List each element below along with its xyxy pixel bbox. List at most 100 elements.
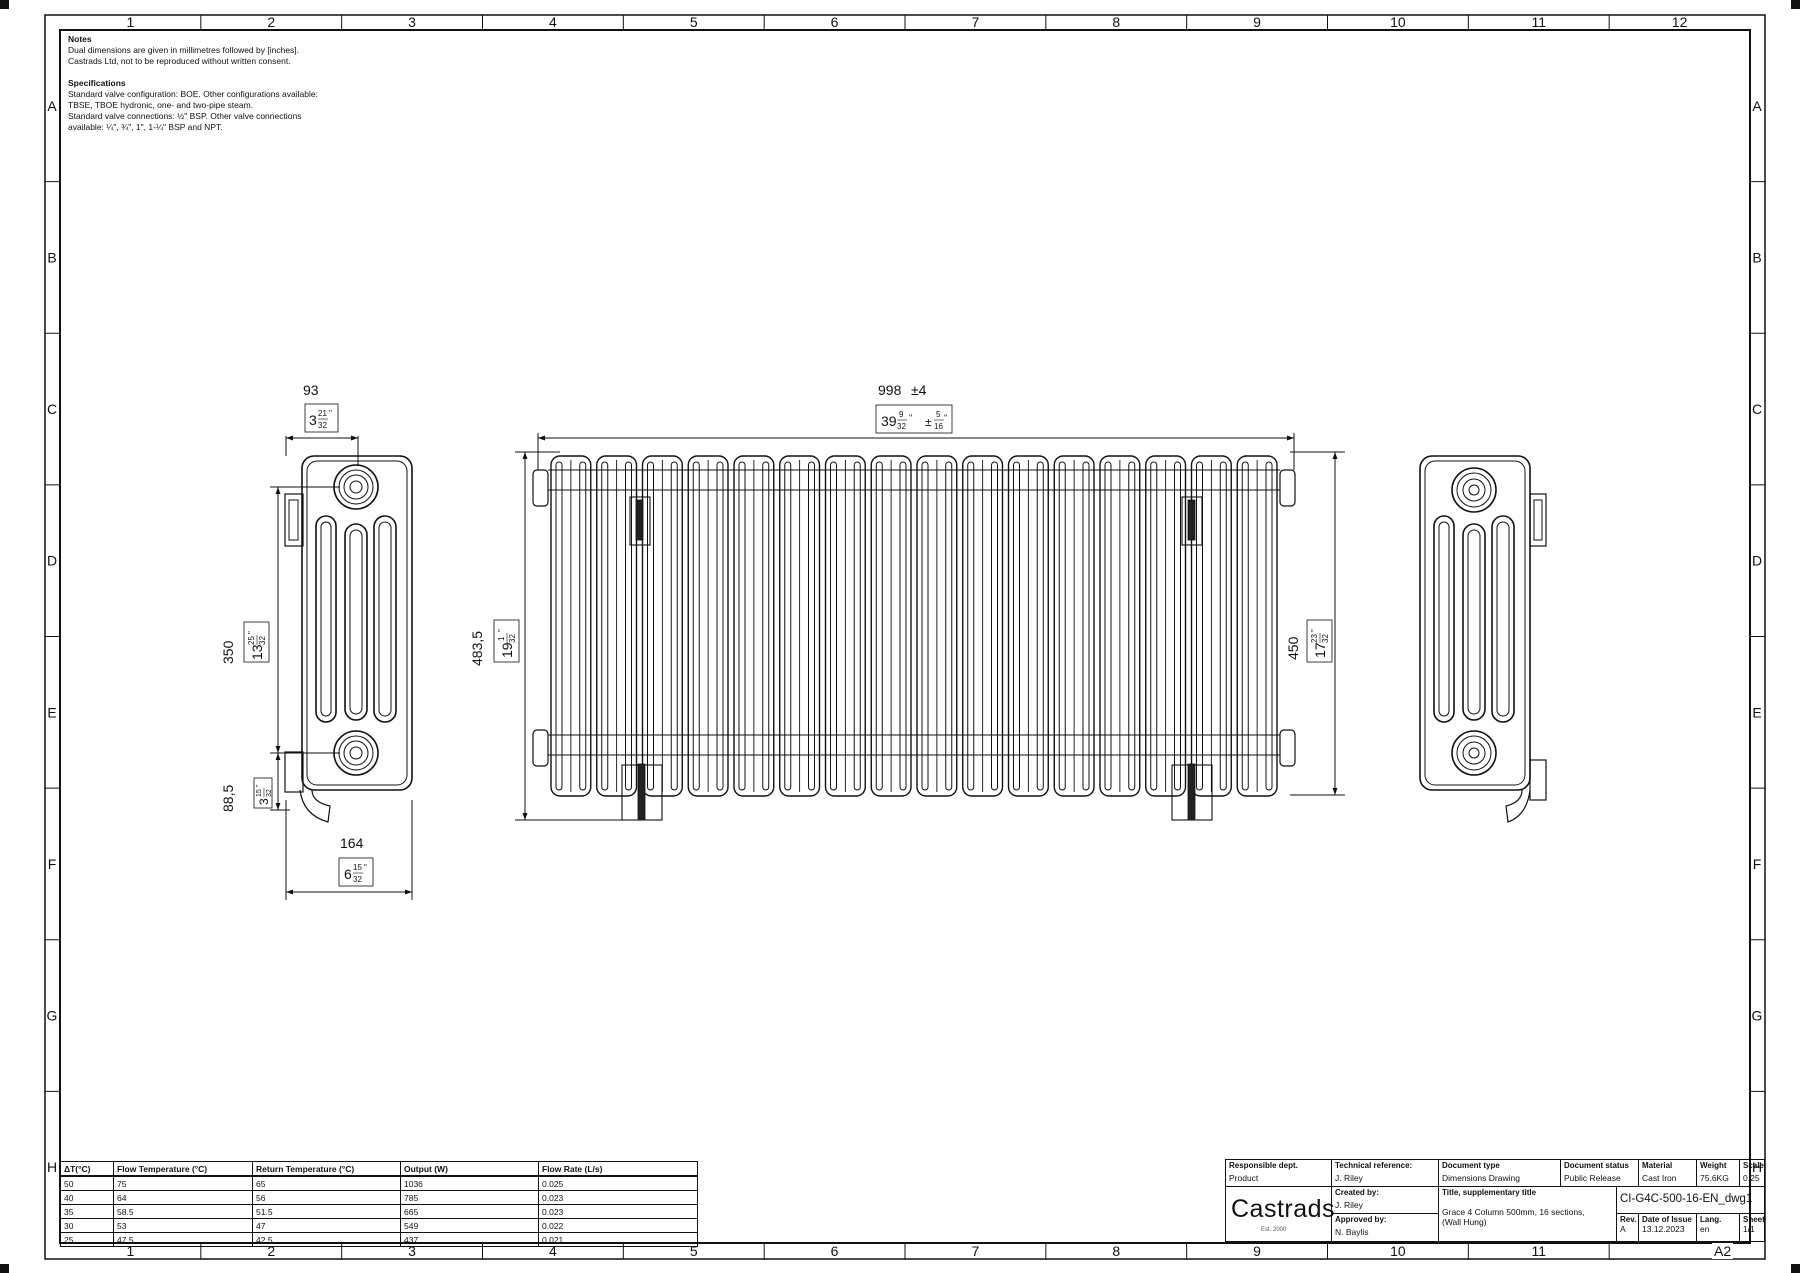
- drawing-number: CI-G4C-500-16-EN_dwg1: [1620, 1193, 1753, 1205]
- table-cell: 30: [60, 1218, 114, 1233]
- grid-column-label: 8: [1112, 1243, 1120, 1259]
- grid-column-label: 3: [408, 1243, 416, 1259]
- radiator-section: [733, 455, 775, 797]
- svg-text:": ": [329, 409, 332, 418]
- logo-est: Est. 2000: [1261, 1227, 1287, 1233]
- specifications-title: Specifications: [68, 78, 126, 88]
- dimension-labels: 93 3 21 32 " 350 13 25 32 " 88,5 3 15 32…: [220, 382, 1333, 887]
- lang-label: Lang.: [1700, 1215, 1722, 1224]
- grid-column-label: 11: [1531, 1243, 1546, 1259]
- grid-column-label: 6: [831, 14, 839, 30]
- grid-column-label: 6: [831, 1243, 839, 1259]
- grid-column-label: 1: [127, 1243, 135, 1259]
- table-cell: 40: [60, 1190, 114, 1205]
- svg-text:16: 16: [934, 422, 943, 431]
- svg-text:": ": [497, 629, 506, 632]
- grid-row-label: D: [47, 553, 57, 569]
- column-header: Flow Temperature (°C): [113, 1161, 253, 1177]
- performance-table: ΔT(°C) Flow Temperature (°C) Return Temp…: [60, 1161, 698, 1247]
- grid-row-label: H: [47, 1159, 57, 1175]
- dim-front-height-mm: 483,5: [469, 631, 485, 666]
- sheet-size: A2: [1712, 1243, 1734, 1259]
- rev: A: [1620, 1224, 1626, 1234]
- technical-ref-label: Technical reference:: [1335, 1161, 1413, 1170]
- notes-line: Castrads Ltd, not to be reproduced witho…: [68, 56, 291, 66]
- dim-front-length-tol: ±4: [911, 382, 927, 398]
- dim-side-floor-in: 3: [257, 798, 271, 805]
- material-label: Material: [1642, 1161, 1673, 1170]
- grid-row-label: B: [1752, 249, 1761, 265]
- radiator-section: [962, 455, 1004, 797]
- scale-label: Scale: [1743, 1161, 1764, 1170]
- table-cell: 0.022: [538, 1218, 698, 1233]
- date-label: Date of Issue: [1642, 1215, 1692, 1224]
- grid-row-label: E: [47, 704, 56, 720]
- radiator-section: [1190, 455, 1232, 797]
- created-by: J. Riley: [1335, 1200, 1363, 1210]
- document-status-label: Document status: [1564, 1161, 1629, 1170]
- responsible-dept: Product: [1229, 1173, 1259, 1183]
- table-cell: 549: [400, 1218, 539, 1233]
- dim-front-height-in: 19: [499, 642, 515, 658]
- table-cell: 785: [400, 1190, 539, 1205]
- grid-column-label: 9: [1253, 1243, 1261, 1259]
- responsible-dept-label: Responsible dept.: [1229, 1161, 1298, 1170]
- svg-text:1: 1: [497, 636, 506, 641]
- grid-row-label: F: [48, 856, 57, 872]
- grid-row-label: C: [1752, 401, 1762, 417]
- grid-row-label: A: [47, 98, 57, 114]
- table-cell: 0.023: [538, 1190, 698, 1205]
- svg-text:21: 21: [318, 409, 327, 418]
- side-view-left: [270, 435, 413, 900]
- dim-side-floor-mm: 88,5: [220, 785, 236, 812]
- title-block: Responsible dept. Product Technical refe…: [1225, 1159, 1765, 1242]
- table-cell: 42.5: [252, 1232, 401, 1247]
- radiator-section: [1236, 455, 1278, 797]
- svg-text:": ": [909, 413, 912, 423]
- technical-ref: J. Riley: [1335, 1173, 1363, 1183]
- table-cell: 47: [252, 1218, 401, 1233]
- dim-side-width-mm: 164: [340, 835, 364, 851]
- column-header: Flow Rate (L/s): [538, 1161, 698, 1177]
- grid-row-label: D: [1752, 553, 1762, 569]
- grid-row-label: H: [1752, 1159, 1762, 1175]
- grid-row-label: E: [1752, 704, 1761, 720]
- drawing-subtitle: (Wall Hung): [1442, 1217, 1487, 1227]
- radiator-section: [916, 455, 958, 797]
- grid-column-label: 4: [549, 1243, 557, 1259]
- date-of-issue: 13.12.2023: [1642, 1224, 1685, 1234]
- spec-line: available: ¼", ¾", 1", 1-¼" BSP and NPT.: [68, 122, 223, 132]
- svg-text:23: 23: [1310, 634, 1319, 643]
- grid-row-label: C: [47, 401, 57, 417]
- table-cell: 35: [60, 1204, 114, 1219]
- svg-text:": ": [364, 863, 367, 872]
- notes-block: Notes Dual dimensions are given in milli…: [68, 34, 318, 133]
- svg-text:32: 32: [258, 636, 267, 645]
- side-view-right: [1419, 455, 1547, 823]
- document-type: Dimensions Drawing: [1442, 1173, 1520, 1183]
- svg-text:32: 32: [318, 421, 327, 430]
- table-cell: 58.5: [113, 1204, 253, 1219]
- grid-row-label: B: [47, 249, 56, 265]
- table-cell: 56: [252, 1190, 401, 1205]
- svg-text:32: 32: [353, 875, 362, 884]
- language: en: [1700, 1224, 1710, 1234]
- svg-text:25: 25: [247, 636, 256, 645]
- grid-column-label: 9: [1253, 14, 1261, 30]
- sheet: 1/1: [1743, 1224, 1755, 1234]
- table-cell: 64: [113, 1190, 253, 1205]
- radiator-section: [870, 455, 912, 797]
- grid-column-label: 2: [267, 14, 275, 30]
- approved-by: N. Baylis: [1335, 1227, 1369, 1237]
- document-type-label: Document type: [1442, 1161, 1500, 1170]
- sheet-label: Sheet: [1743, 1215, 1765, 1224]
- column-header: ΔT(°C): [60, 1161, 114, 1177]
- svg-text:32: 32: [897, 422, 906, 431]
- grid-column-label: 8: [1112, 14, 1120, 30]
- radiator-section: [1145, 455, 1187, 797]
- notes-title: Notes: [68, 34, 92, 44]
- title-label: Title, supplementary title: [1442, 1188, 1537, 1197]
